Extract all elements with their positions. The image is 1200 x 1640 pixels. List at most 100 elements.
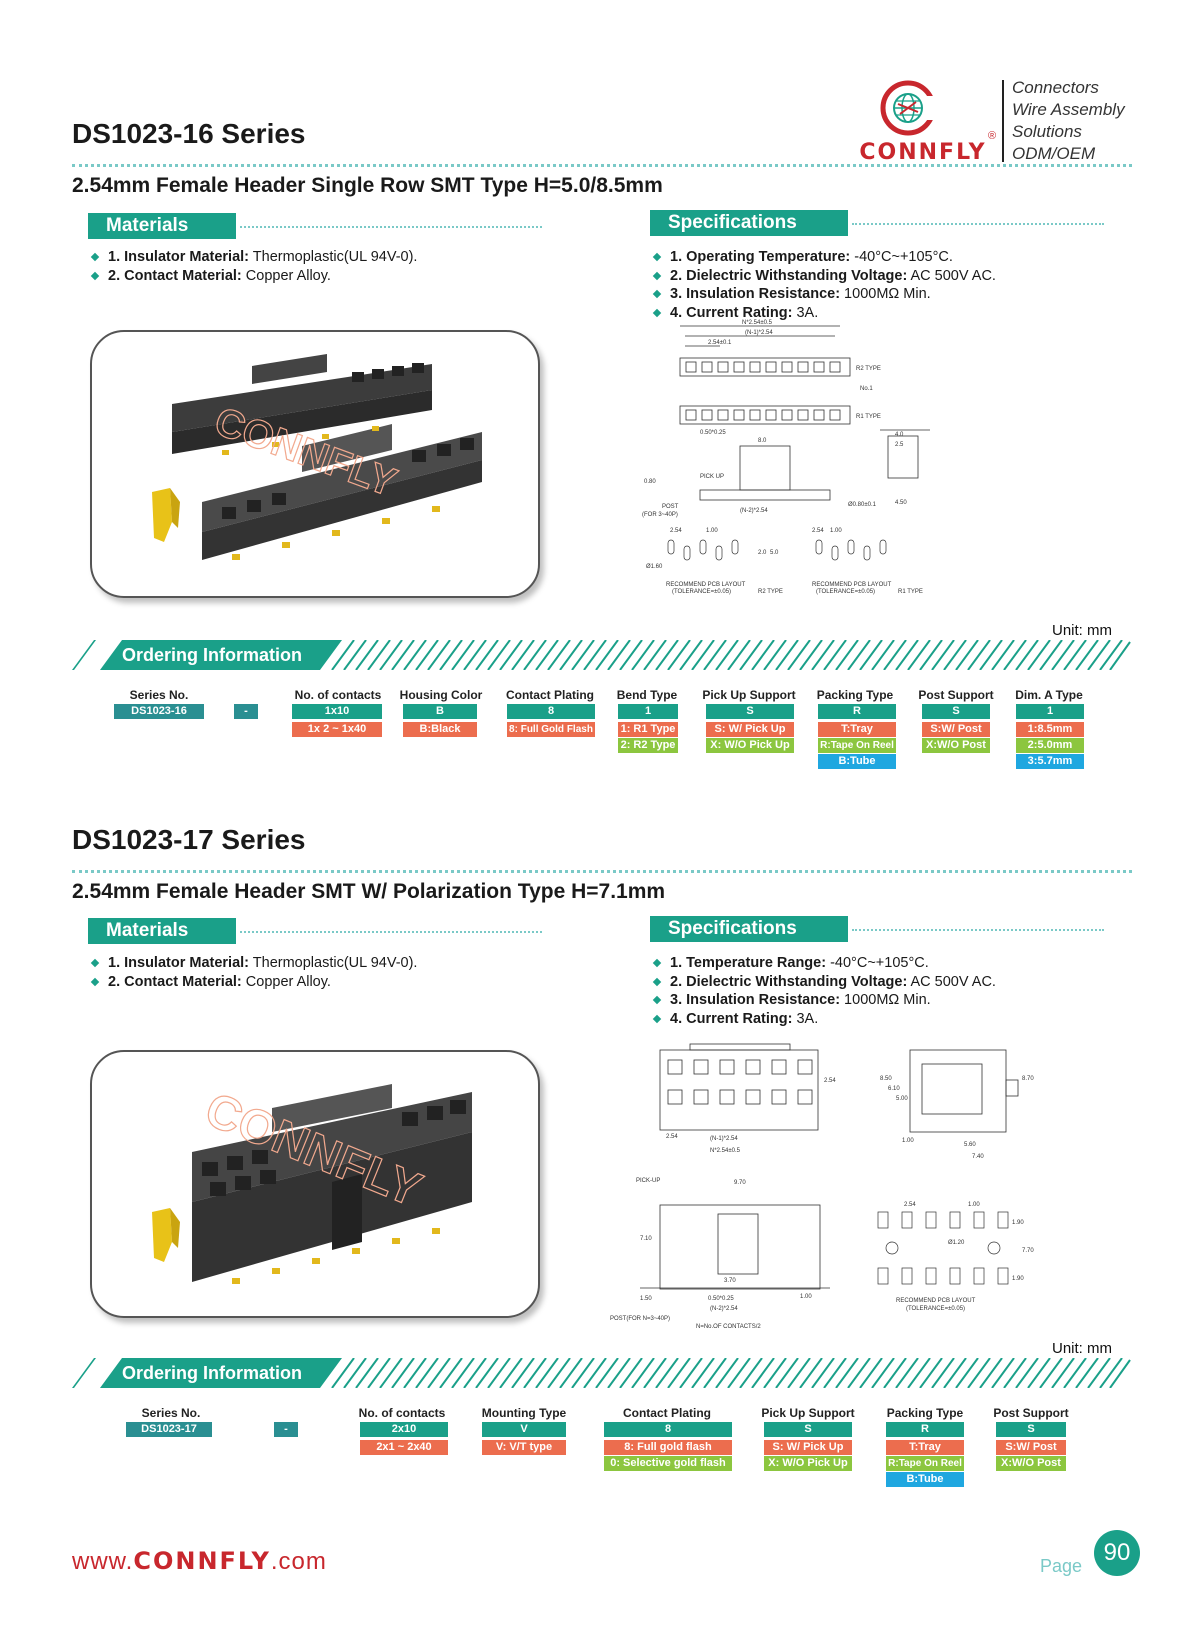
- hatch-bar-icon: [72, 1357, 1131, 1389]
- ord-opt: B:Tube: [818, 754, 896, 769]
- spec-item: 4. Current Rating: 3A.: [652, 1010, 1152, 1029]
- svg-text:2.54: 2.54: [670, 528, 682, 534]
- ord-code-post: S: [922, 704, 990, 719]
- specifications-list: 1. Operating Temperature: -40°C~+105°C. …: [652, 248, 1152, 322]
- svg-text:R2 TYPE: R2 TYPE: [758, 589, 783, 595]
- series-title-ds1023-16: DS1023-16 Series: [72, 118, 306, 149]
- svg-text:(TOLERANCE=±0.05): (TOLERANCE=±0.05): [906, 1306, 965, 1312]
- ord-opt: B:Tube: [886, 1472, 964, 1487]
- ord-opt: 8: Full Gold Flash: [507, 722, 595, 737]
- ord-opt: S: W/ Pick Up: [706, 722, 794, 737]
- ord-opt: 2x1 ~ 2x40: [360, 1440, 448, 1455]
- spec-item: 3. Insulation Resistance: 1000MΩ Min.: [652, 285, 1152, 304]
- svg-text:(TOLERANCE=±0.05): (TOLERANCE=±0.05): [672, 589, 731, 595]
- specifications-heading: Specifications: [650, 916, 848, 942]
- svg-text:2.5: 2.5: [895, 442, 904, 448]
- svg-text:N*2.54±0.5: N*2.54±0.5: [742, 320, 773, 326]
- ord-code-contacts: 1x10: [292, 704, 382, 719]
- ordering-information-bar: Ordering Information: [72, 639, 1132, 671]
- svg-text:9.70: 9.70: [734, 1180, 746, 1186]
- ord-code-mounting: V: [482, 1422, 566, 1437]
- ord-head-housing: Housing Color: [399, 688, 483, 702]
- svg-text:RECOMMEND PCB LAYOUT: RECOMMEND PCB LAYOUT: [896, 1298, 976, 1304]
- material-item: 1. Insulator Material: Thermoplastic(UL …: [90, 954, 570, 973]
- materials-list: 1. Insulator Material: Thermoplastic(UL …: [90, 248, 570, 285]
- technical-drawing-ds1023-17: 2.54 (N-1)*2.54 N*2.54±0.5 2.54 8.50 6.1…: [610, 1030, 1070, 1330]
- page-number: 90: [1094, 1530, 1140, 1576]
- ord-code-pickup: S: [764, 1422, 852, 1437]
- ord-dash: -: [234, 704, 258, 719]
- material-item: 2. Contact Material: Copper Alloy.: [90, 267, 570, 286]
- ord-opt: B:Black: [403, 722, 477, 737]
- ord-opt: 1:8.5mm: [1016, 722, 1084, 737]
- svg-text:5.00: 5.00: [896, 1096, 908, 1102]
- ord-opt: 1x 2 ~ 1x40: [292, 722, 382, 737]
- unit-label: Unit: mm: [1052, 1340, 1112, 1357]
- svg-text:(FOR 3~40P): (FOR 3~40P): [642, 512, 678, 518]
- svg-text:2.54: 2.54: [812, 528, 824, 534]
- materials-heading: Materials: [88, 213, 236, 239]
- ord-opt: X: W/O Pick Up: [706, 738, 794, 753]
- svg-text:R2 TYPE: R2 TYPE: [856, 366, 881, 372]
- dimension-drawing-icon: 2.54 (N-1)*2.54 N*2.54±0.5 2.54 8.50 6.1…: [610, 1043, 1034, 1330]
- svg-text:8.50: 8.50: [880, 1076, 892, 1082]
- globe-logo-icon: [880, 80, 938, 136]
- ord-code-packing: R: [818, 704, 896, 719]
- svg-text:RECOMMEND PCB LAYOUT: RECOMMEND PCB LAYOUT: [812, 582, 892, 588]
- svg-text:7.10: 7.10: [640, 1236, 652, 1242]
- ord-code-plating: 8: [604, 1422, 732, 1437]
- svg-text:3.70: 3.70: [724, 1278, 736, 1284]
- svg-text:4.50: 4.50: [895, 500, 907, 506]
- ord-head-post: Post Support: [993, 1406, 1069, 1420]
- ord-opt: T:Tray: [818, 722, 896, 737]
- footer-website-link[interactable]: www.CONNFLY.com: [72, 1547, 327, 1575]
- header-divider: [1002, 80, 1004, 162]
- materials-list: 1. Insulator Material: Thermoplastic(UL …: [90, 954, 570, 991]
- svg-text:(N-1)*2.54: (N-1)*2.54: [745, 330, 773, 336]
- svg-text:(N-1)*2.54: (N-1)*2.54: [710, 1136, 738, 1142]
- svg-text:POST(FOR N=3~40P): POST(FOR N=3~40P): [610, 1316, 670, 1322]
- specifications-list: 1. Temperature Range: -40°C~+105°C. 2. D…: [652, 954, 1152, 1028]
- unit-label: Unit: mm: [1052, 622, 1112, 639]
- specifications-divider: [852, 929, 1104, 931]
- ord-series-value: DS1023-17: [126, 1422, 212, 1437]
- svg-text:0.50*0.25: 0.50*0.25: [700, 430, 726, 436]
- svg-text:2.54: 2.54: [904, 1202, 916, 1208]
- ord-head-packing: Packing Type: [886, 1406, 964, 1420]
- ord-code-packing: R: [886, 1422, 964, 1437]
- ord-head-pickup: Pick Up Support: [761, 1406, 855, 1420]
- ord-head-mounting: Mounting Type: [481, 1406, 567, 1420]
- materials-heading: Materials: [88, 918, 236, 944]
- ord-head-plating: Contact Plating: [622, 1406, 711, 1420]
- ord-head-plating: Contact Plating: [505, 688, 594, 702]
- ord-opt: S:W/ Post: [922, 722, 990, 737]
- series-subtitle: 2.54mm Female Header Single Row SMT Type…: [72, 174, 663, 197]
- svg-text:2.0: 2.0: [758, 550, 767, 556]
- svg-text:R1 TYPE: R1 TYPE: [856, 414, 881, 420]
- ord-opt: 3:5.7mm: [1016, 754, 1084, 769]
- ord-head-dim: Dim. A Type: [1015, 688, 1083, 702]
- svg-text:1.00: 1.00: [902, 1138, 914, 1144]
- svg-text:0.50*0.25: 0.50*0.25: [708, 1296, 734, 1302]
- technical-drawing-ds1023-16: N*2.54±0.5 (N-1)*2.54 2.54±0.1 R2 TYPE N…: [640, 318, 1050, 608]
- svg-text:PICK-UP: PICK-UP: [636, 1178, 660, 1184]
- ord-opt: X: W/O Pick Up: [764, 1456, 852, 1471]
- tagline-solutions: Solutions: [1012, 122, 1082, 141]
- spec-item: 3. Insulation Resistance: 1000MΩ Min.: [652, 991, 1152, 1010]
- svg-text:2.54: 2.54: [824, 1078, 836, 1084]
- svg-text:1.00: 1.00: [830, 528, 842, 534]
- product-photo-ds1023-17: CONNFLY: [90, 1050, 540, 1318]
- material-item: 2. Contact Material: Copper Alloy.: [90, 973, 570, 992]
- ord-opt: R:Tape On Reel: [818, 738, 896, 753]
- svg-text:(N-2)*2.54: (N-2)*2.54: [710, 1306, 738, 1312]
- spec-item: 2. Dielectric Withstanding Voltage: AC 5…: [652, 267, 1152, 286]
- ord-opt: X:W/O Post: [922, 738, 990, 753]
- svg-text:4.0: 4.0: [895, 432, 904, 438]
- materials-divider: [240, 931, 542, 933]
- material-item: 1. Insulator Material: Thermoplastic(UL …: [90, 248, 570, 267]
- svg-text:1.00: 1.00: [800, 1294, 812, 1300]
- ordering-information-title: Ordering Information: [122, 645, 302, 665]
- svg-text:0.80: 0.80: [644, 479, 656, 485]
- ord-opt: S:W/ Post: [996, 1440, 1066, 1455]
- specifications-divider: [852, 223, 1104, 225]
